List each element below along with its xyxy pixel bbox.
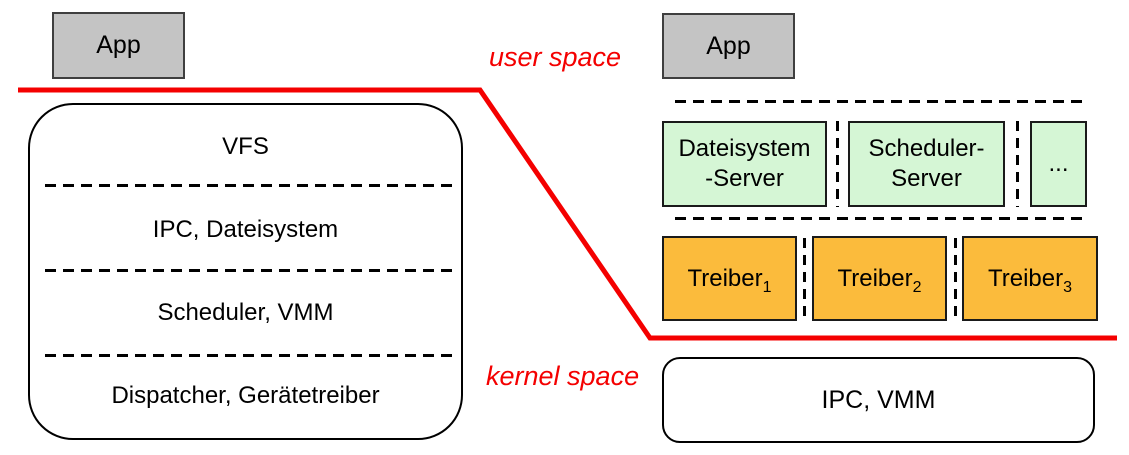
driver-3-label: Treiber3 xyxy=(987,264,1073,296)
monolithic-app-label: App xyxy=(96,31,141,59)
driver-box-2: Treiber2 xyxy=(812,236,947,321)
kernel-layer-ipc-dateisystem: IPC, Dateisystem xyxy=(30,188,461,271)
monolithic-divider-1 xyxy=(45,184,456,187)
kernel-layer-scheduler-vmm-label: Scheduler, VMM xyxy=(157,299,334,327)
server-separator-1 xyxy=(836,121,839,207)
server-box-ellipsis: ... xyxy=(1030,121,1087,207)
monolithic-app-box: App xyxy=(52,12,185,79)
driver-box-3: Treiber3 xyxy=(962,236,1098,321)
kernel-layer-dispatcher: Dispatcher, Gerätetreiber xyxy=(30,355,461,438)
microkernel-core-label: IPC, VMM xyxy=(821,385,936,414)
kernel-layer-vfs-label: VFS xyxy=(222,132,269,160)
driver-2-label: Treiber2 xyxy=(837,264,922,296)
microkernel-divider-top xyxy=(675,100,1086,103)
kernel-layer-scheduler-vmm: Scheduler, VMM xyxy=(30,272,461,355)
microkernel-core-box: IPC, VMM xyxy=(662,357,1095,443)
kernel-layer-dispatcher-label: Dispatcher, Gerätetreiber xyxy=(111,382,380,410)
microkernel-app-label: App xyxy=(706,31,751,60)
microkernel-app-box: App xyxy=(662,13,795,79)
driver-separator-2 xyxy=(954,238,957,318)
user-space-label: user space xyxy=(489,42,622,72)
kernel-layer-ipc-dateisystem-label: IPC, Dateisystem xyxy=(152,215,339,243)
microkernel-divider-bottom xyxy=(675,217,1086,220)
server-ellipsis-label: ... xyxy=(1048,150,1069,177)
server-box-scheduler: Scheduler- Server xyxy=(848,121,1005,207)
server-scheduler-label: Scheduler- Server xyxy=(868,135,985,192)
kernel-space-label: kernel space xyxy=(486,361,640,391)
server-dateisystem-label: Dateisystem -Server xyxy=(678,135,811,192)
driver-1-label: Treiber1 xyxy=(687,264,772,296)
kernel-layer-vfs: VFS xyxy=(30,105,461,188)
driver-box-1: Treiber1 xyxy=(662,236,797,321)
server-separator-2 xyxy=(1016,121,1019,207)
monolithic-divider-3 xyxy=(45,354,456,357)
monolithic-divider-2 xyxy=(45,269,456,272)
server-box-dateisystem: Dateisystem -Server xyxy=(662,121,827,207)
driver-separator-1 xyxy=(803,238,806,318)
